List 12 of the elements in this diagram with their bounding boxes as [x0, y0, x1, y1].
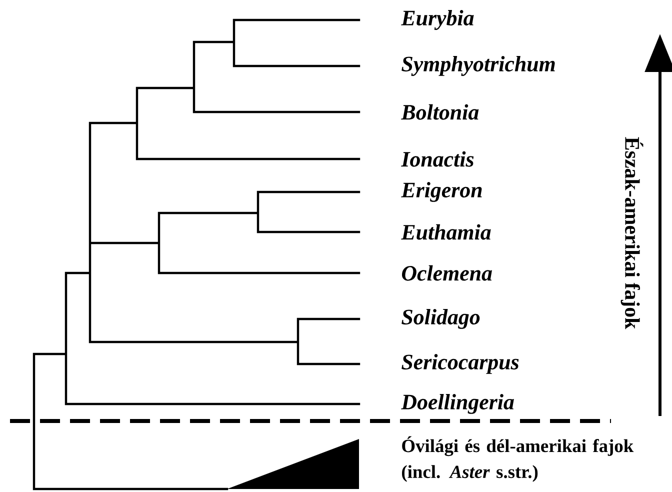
taxon-label: Boltonia	[401, 104, 479, 120]
axis-label: Észak-amerikai fajok	[620, 137, 644, 330]
taxon-label: Sericocarpus	[402, 354, 519, 374]
taxon-label: Solidago	[402, 309, 480, 329]
taxon-label: Erigeron	[401, 182, 482, 202]
taxon-label: Oclemena	[402, 265, 492, 281]
taxon-label: Eurybia	[401, 10, 474, 30]
taxon-label: Ionactis	[400, 151, 474, 167]
taxon-label: Symphyotrichum	[402, 56, 555, 76]
taxon-label: Euthamia	[401, 224, 491, 240]
group-label: Óvilági és dél-amerikai fajok (incl. Aster s.str.)	[402, 436, 634, 482]
taxon-label: Doellingeria	[401, 394, 514, 414]
